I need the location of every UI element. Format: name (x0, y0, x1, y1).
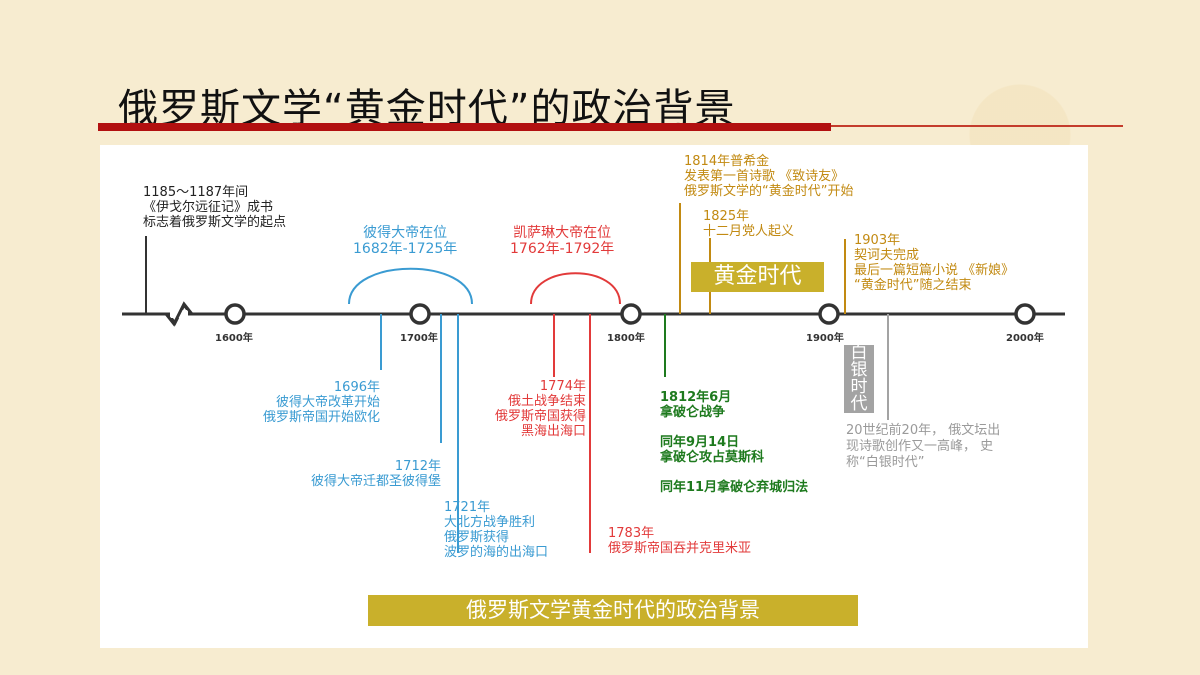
event-1825: 1825年 十二月党人起义 (703, 209, 795, 239)
event-1185: 1185～1187年间 《伊戈尔远征记》成书 标志着俄罗斯文学的起点 (143, 185, 287, 230)
tick-label-2000: 2000年 (1006, 333, 1044, 344)
peter-reign-label: 彼得大帝在位 1682年-1725年 (353, 225, 458, 257)
tick-1900 (818, 303, 840, 325)
tick-1600 (224, 303, 246, 325)
event-1696: 1696年 彼得大帝改革开始 俄罗斯帝国开始欧化 (262, 380, 380, 425)
tick-1800 (620, 303, 642, 325)
event-1814: 1814年普希金 发表第一首诗歌 《致诗友》 俄罗斯文学的“黄金时代”开始 (684, 154, 854, 199)
catherine-reign-label: 凯萨琳大帝在位 1762年-1792年 (510, 225, 615, 257)
event-1721: 1721年 大北方战争胜利 俄罗斯获得 波罗的海的出海口 (444, 500, 549, 560)
tick-label-1900: 1900年 (806, 333, 844, 344)
title-underline-thin (831, 125, 1123, 127)
tick-label-1800: 1800年 (607, 333, 645, 344)
silver-age-label: 白银时代 (844, 345, 874, 413)
catherine-reign-arc (530, 272, 621, 305)
title-underline-red (98, 123, 831, 131)
silver-age-description: 20世纪前20年， 俄文坛出 现诗歌创作又一高峰， 史 称“白银时代” (846, 423, 1001, 470)
timeline-graphic (122, 203, 1065, 553)
event-1812-november: 同年11月拿破仑弃城归法 (660, 480, 809, 495)
tick-1700 (409, 303, 431, 325)
golden-age-label: 黄金时代 (691, 262, 824, 292)
event-1712: 1712年 彼得大帝迁都圣彼得堡 (310, 459, 441, 489)
tick-label-1700: 1700年 (400, 333, 438, 344)
timeline-panel: 1600年 1700年 1800年 1900年 2000年 1185～1187年… (100, 145, 1088, 648)
tick-label-1600: 1600年 (215, 333, 253, 344)
peter-reign-arc (348, 267, 473, 305)
event-1812-june: 1812年6月 拿破仑战争 (660, 390, 732, 420)
event-1812-september: 同年9月14日 拿破仑攻占莫斯科 (660, 435, 765, 465)
tick-2000 (1014, 303, 1036, 325)
bottom-banner: 俄罗斯文学黄金时代的政治背景 (368, 595, 858, 626)
event-1783: 1783年 俄罗斯帝国吞并克里米亚 (608, 526, 752, 556)
event-1903: 1903年 契诃夫完成 最后一篇短篇小说 《新娘》 “黄金时代”随之结束 (854, 233, 1015, 293)
event-1774: 1774年 俄土战争结束 俄罗斯帝国获得 黑海出海口 (494, 379, 586, 439)
axis-break-mark (164, 301, 194, 327)
